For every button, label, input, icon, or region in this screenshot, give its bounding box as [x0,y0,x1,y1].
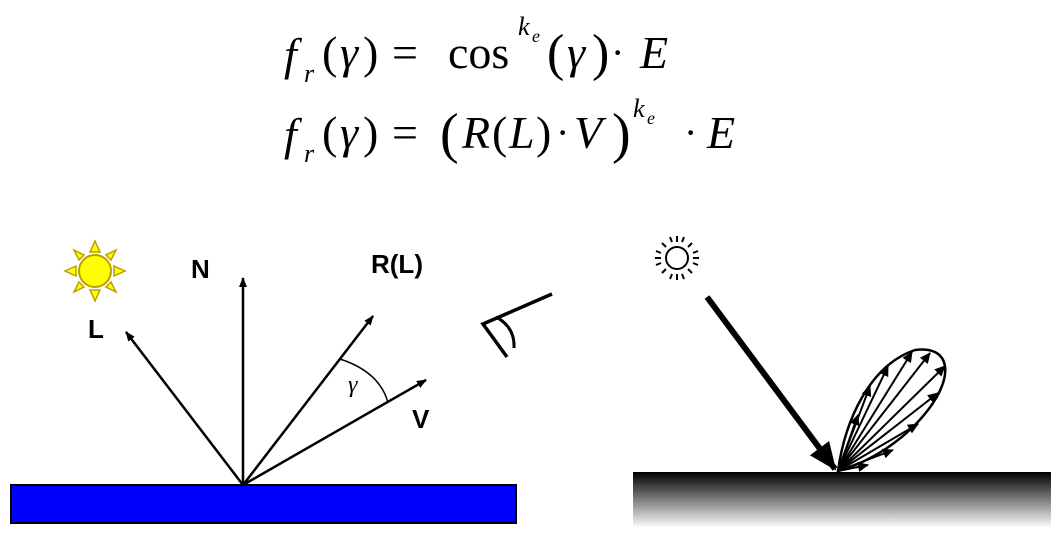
reflection-arrow [242,315,374,486]
lobe-ray [837,385,872,472]
eq2-equals: = [392,107,418,158]
eq2-gamma: γ [340,107,360,158]
eq2-big-open-paren: ( [440,103,459,165]
incoming-light-arrow [704,295,838,471]
eq1-k-superscript: k [518,12,530,41]
sun-icon [63,239,127,303]
eq2-L: L [508,107,535,158]
eq1-cos: cos [448,27,509,78]
right-reflection-diagram [633,236,1051,528]
eq1-gamma-2: γ [567,27,587,78]
left-reflection-diagram: γ L N R(L) V [10,239,517,524]
gamma-label: γ [348,372,358,398]
eq1-close-paren: ) [363,27,378,78]
eq2-E: E [706,107,735,158]
eq2-open-paren: ( [322,107,337,158]
label-L: L [88,314,104,344]
eq2-k-superscript: k [633,94,645,123]
equation-1: f r ( γ ) = cos k e ( γ ) · E [284,12,668,88]
eq1-open-paren: ( [322,27,337,78]
eq2-big-close-paren: ) [612,103,631,165]
eq1-big-close-paren: ) [592,25,609,82]
lobe-ray [837,448,894,472]
eq1-E: E [639,27,668,78]
lobe-ray [837,365,889,472]
sun-outline-icon [655,236,699,280]
angle-symbol-icon [480,292,553,359]
lobe-ray [837,365,946,472]
view-direction-arrow [242,378,427,487]
eq1-f: f [284,29,303,80]
eq1-r-subscript: r [304,59,315,88]
lobe-ray-arrows [837,351,946,472]
gradient-surface [633,472,1051,528]
eq2-inner-close-paren: ) [536,107,551,158]
blue-surface [10,484,517,524]
lobe-ray [837,462,869,472]
lobe-ray [837,351,913,472]
eq2-f: f [284,109,303,160]
specular-lobe [836,348,947,473]
eq1-big-open-paren: ( [547,25,564,82]
eq2-R: R [461,107,490,158]
eq1-equals: = [392,27,418,78]
eq1-dot: · [611,30,624,75]
gamma-angle-arc [339,358,389,404]
label-V: V [412,404,430,434]
eq2-inner-open-paren: ( [492,107,507,158]
label-R-of-L: R(L) [371,249,423,279]
eq2-V: V [574,107,607,158]
label-N: N [191,254,210,284]
eq2-dot-1: · [556,110,569,155]
eq2-e-subscript: e [647,108,655,128]
lobe-ray [837,392,939,472]
equation-2: f r ( γ ) = ( R ( L ) · V ) k e · E [284,94,735,168]
light-direction-arrow [125,331,244,486]
lobe-ray [837,423,919,472]
eq2-close-paren: ) [363,107,378,158]
eq2-dot-2: · [684,110,697,155]
lobe-ray [837,352,931,472]
eq2-r-subscript: r [304,139,315,168]
eq1-e-subscript: e [532,26,540,46]
eq1-gamma: γ [340,27,360,78]
